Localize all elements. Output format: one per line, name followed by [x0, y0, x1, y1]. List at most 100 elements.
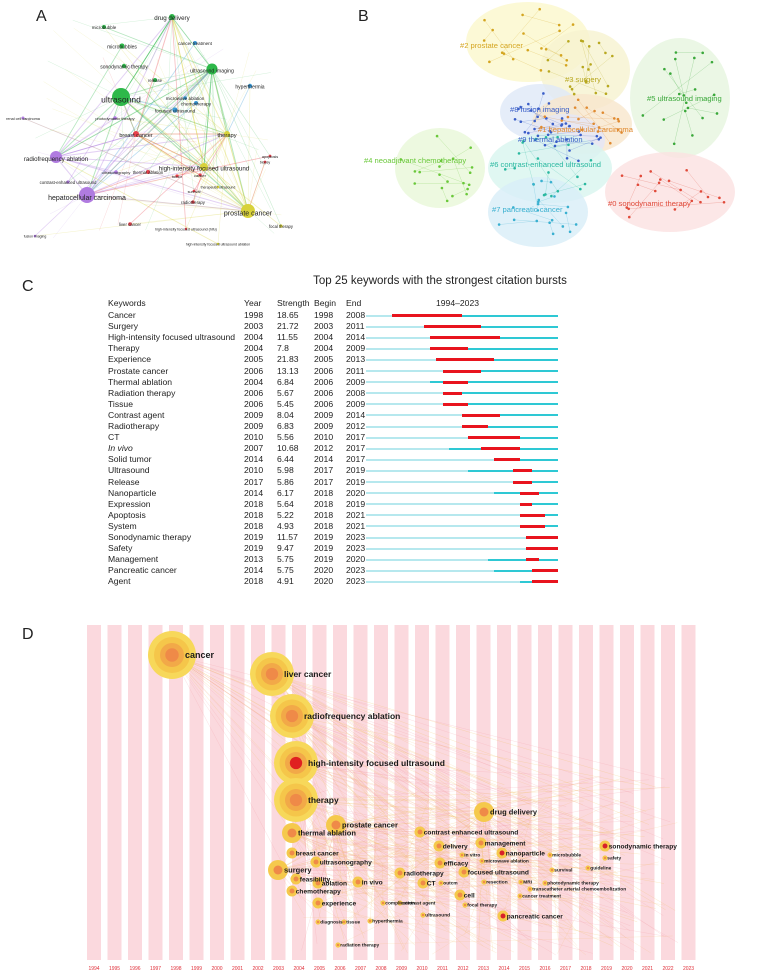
b-dot	[548, 221, 551, 225]
burst-timeline	[366, 358, 558, 362]
b-link	[548, 71, 607, 94]
b-link	[668, 180, 720, 199]
burst-segment	[513, 480, 533, 484]
b-link	[547, 41, 569, 61]
d-node-label: microwave ablation	[484, 859, 529, 865]
a-node	[172, 107, 178, 113]
d-node-label: photodynamic therapy	[547, 881, 599, 887]
b-dot	[662, 118, 666, 121]
a-link	[174, 68, 213, 111]
a-link	[34, 210, 249, 237]
d-link	[291, 832, 416, 946]
b-dot	[399, 158, 403, 161]
a-node-label: drug delivery	[154, 15, 190, 22]
d-link	[271, 673, 664, 916]
b-cluster-label: #4 neoadjuvant chemotherapy	[364, 156, 466, 165]
d-link	[291, 852, 478, 876]
burst-timeline	[366, 391, 558, 395]
b-dot	[577, 130, 581, 133]
b-dot	[606, 84, 610, 88]
d-node-core	[457, 892, 463, 898]
b-dot	[574, 223, 578, 226]
b-link	[554, 139, 599, 147]
d-link	[291, 715, 508, 797]
b-dot	[413, 170, 417, 173]
col-year: Year	[244, 298, 262, 308]
b-dot	[589, 158, 593, 162]
a-node-label: renal cell carcinoma	[6, 117, 41, 121]
b-link	[483, 29, 493, 41]
b-dot	[536, 202, 540, 206]
a-link	[117, 133, 137, 225]
d-link	[382, 817, 656, 904]
b-dot	[669, 72, 672, 75]
b-link	[567, 116, 618, 120]
a-node	[241, 204, 255, 218]
d-year-label: 2021	[642, 966, 653, 972]
a-link	[135, 133, 205, 168]
burst-strength: 10.68	[277, 443, 299, 454]
col-end: End	[346, 298, 362, 308]
b-dot	[597, 126, 601, 129]
a-node	[153, 78, 157, 82]
burst-keyword: Radiation therapy	[108, 387, 176, 398]
b-dot	[627, 215, 631, 219]
d-link	[291, 715, 530, 941]
d-link	[291, 715, 437, 895]
d-link	[277, 797, 332, 871]
burst-segment	[442, 369, 482, 373]
burst-year: 2009	[244, 421, 264, 431]
a-node	[112, 88, 130, 106]
burst-begin: 2017	[314, 476, 334, 487]
b-dot	[470, 166, 474, 169]
d-node-core	[289, 793, 303, 807]
burst-keyword: Solid tumor	[108, 454, 152, 465]
d-link	[277, 869, 385, 871]
a-link	[86, 68, 213, 196]
d-node-label: microbubble	[552, 853, 581, 859]
burst-end: 2009	[346, 398, 366, 409]
b-link	[598, 121, 619, 128]
a-node	[121, 63, 127, 69]
a-node	[193, 41, 197, 45]
d-link	[295, 799, 585, 821]
burst-begin: 2009	[314, 409, 334, 420]
d-link	[357, 881, 515, 953]
b-dot	[517, 107, 520, 111]
burst-active-segment	[494, 569, 558, 572]
d-link	[335, 824, 542, 920]
b-dot	[446, 180, 449, 183]
b-dot	[547, 70, 551, 73]
b-dot	[710, 60, 714, 64]
burst-active-segment	[430, 381, 558, 384]
a-link	[247, 161, 266, 212]
a-link	[193, 190, 249, 212]
b-cluster-blob	[630, 38, 730, 158]
a-node-label: therapy	[217, 133, 236, 139]
b-dot	[587, 45, 591, 48]
b-link	[664, 68, 703, 119]
b-dot	[513, 117, 517, 121]
a-link	[55, 156, 249, 212]
b-dot	[564, 64, 568, 67]
d-link	[380, 831, 421, 867]
a-link	[86, 174, 160, 196]
a-link	[135, 133, 219, 188]
d-link	[291, 852, 659, 866]
a-link	[120, 96, 228, 135]
b-link	[520, 118, 547, 122]
d-node-label: management	[485, 840, 526, 847]
burst-segment	[519, 524, 546, 528]
d-link	[317, 902, 457, 943]
d-link	[291, 890, 366, 934]
b-dot	[596, 130, 600, 133]
d-link	[369, 830, 378, 922]
b-dot	[435, 134, 439, 138]
b-dot	[549, 180, 553, 184]
burst-inactive-segment	[366, 458, 558, 461]
d-link	[422, 799, 562, 884]
burst-strength: 18.65	[277, 310, 299, 320]
a-link	[171, 16, 187, 230]
d-link	[557, 857, 606, 954]
d-node-core	[482, 880, 486, 884]
